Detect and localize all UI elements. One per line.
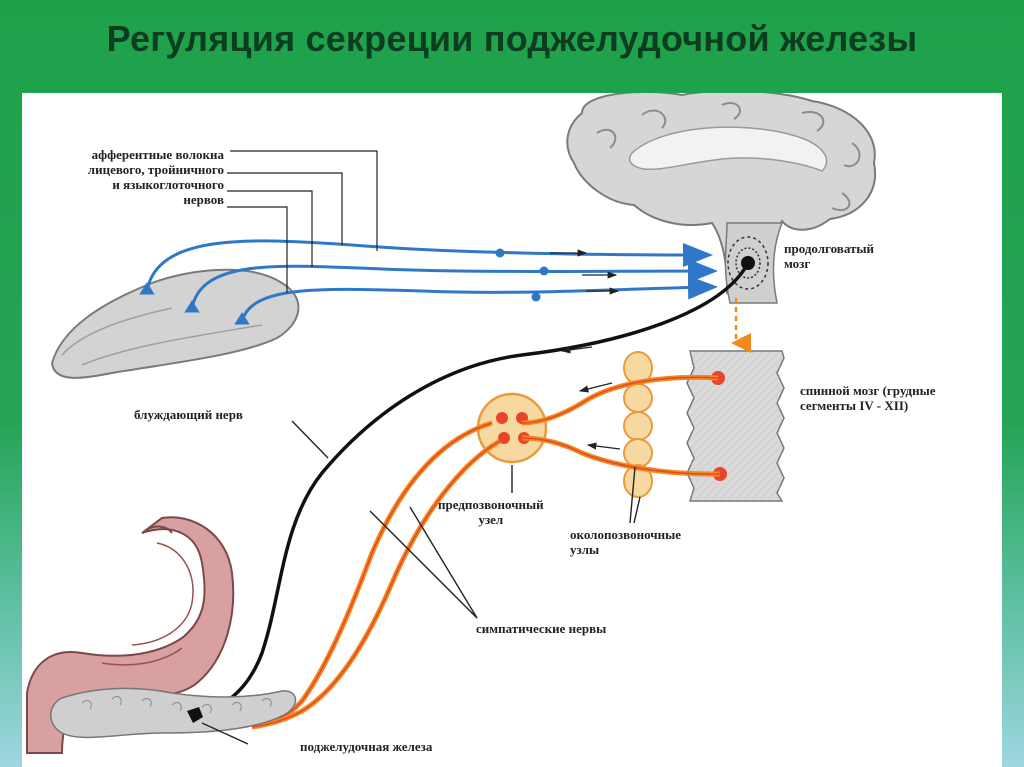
sympathetic-direction-arrows xyxy=(578,382,621,450)
vagus-nerve xyxy=(191,262,750,720)
vagus-direction-arrow xyxy=(560,346,593,354)
afferent-direction-arrows xyxy=(550,249,620,295)
pancreas-illustration xyxy=(50,687,297,739)
label-leader-lines xyxy=(201,420,641,745)
paravertebral-chain xyxy=(623,351,653,498)
prevertebral-label: предпозвоночный узел xyxy=(438,497,544,527)
spinal-cord xyxy=(686,350,785,502)
paravertebral-label-line-2: узлы xyxy=(570,542,600,557)
spinal-cord-label-line-1: спинной мозг (грудные xyxy=(800,383,936,398)
paravertebral-label-line-1: околопозвоночные xyxy=(570,527,681,542)
tongue-illustration xyxy=(50,268,300,379)
medulla-label-line-2: мозг xyxy=(784,256,811,271)
prevertebral-label-line-2: узел xyxy=(478,512,504,527)
afferent-leader-lines xyxy=(227,150,378,293)
medulla-label-line-1: продолговатый xyxy=(784,241,875,256)
spinal-cord-label: спинной мозг (грудные сегменты IV - XII) xyxy=(800,383,936,413)
afferent-label-line-2: лицевого, тройничного xyxy=(87,162,224,177)
afferent-label-line-3: и языкоглоточного xyxy=(112,177,224,192)
afferent-label-line-4: нервов xyxy=(183,192,224,207)
sympathetic-fibers xyxy=(251,374,721,730)
afferent-label: афферентные волокна лицевого, тройничног… xyxy=(24,147,224,207)
diagram-panel: афферентные волокна лицевого, тройничног… xyxy=(22,93,1002,767)
diagram-canvas xyxy=(26,93,877,754)
prevertebral-label-line-1: предпозвоночный xyxy=(438,497,544,512)
slide-title: Регуляция секреции поджелудочной железы xyxy=(106,18,918,59)
sympathetic-label: симпатические нервы xyxy=(476,621,607,636)
pancreas-label: поджелудочная железа xyxy=(300,739,433,754)
medulla-label: продолговатый мозг xyxy=(784,241,874,271)
vagus-label: блуждающий нерв xyxy=(134,407,243,422)
afferent-fibers xyxy=(139,239,718,325)
paravertebral-label: околопозвоночные узлы xyxy=(570,527,681,557)
prevertebral-ganglion xyxy=(476,392,548,464)
spinal-cord-label-line-2: сегменты IV - XII) xyxy=(800,398,909,413)
afferent-label-line-1: афферентные волокна xyxy=(91,147,224,162)
